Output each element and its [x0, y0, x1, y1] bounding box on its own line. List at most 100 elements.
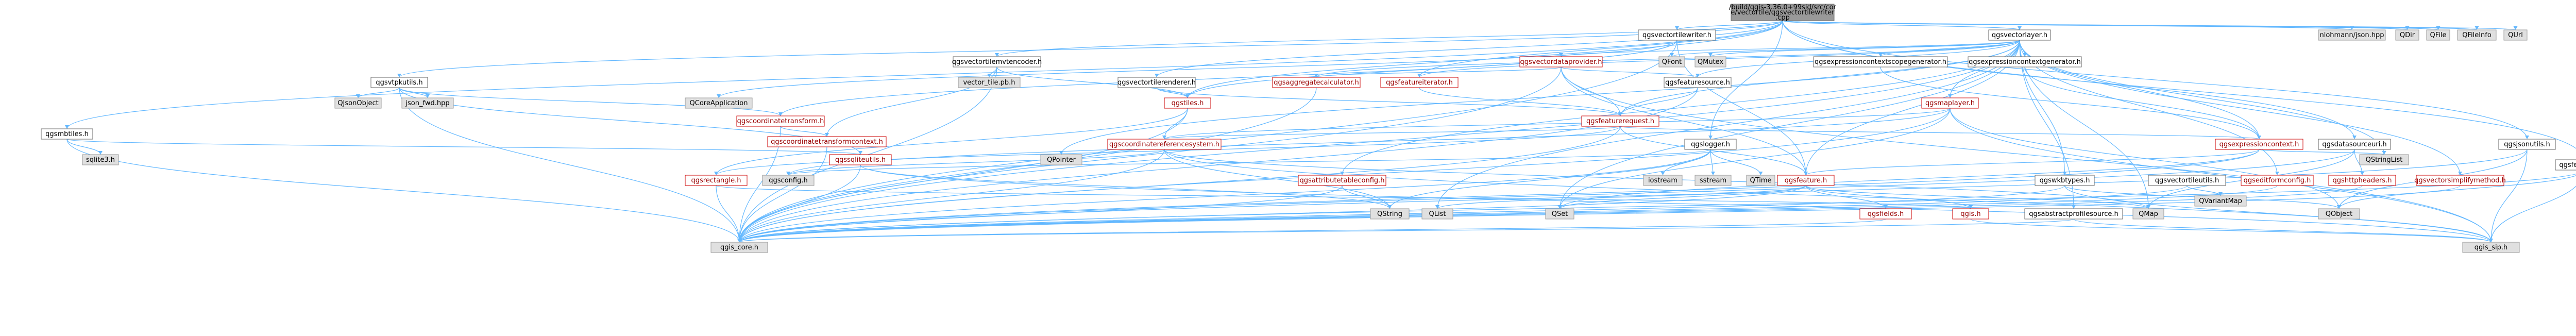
node-label-qfont: QFont — [1662, 58, 1682, 66]
edge-aggcalc-to-qgis_core — [739, 87, 1317, 243]
edge-coordtransctx-to-qgis_core — [739, 146, 827, 243]
node-vtlutils[interactable]: qgsvectortileutils.h — [2148, 175, 2226, 186]
node-box-qdir — [2395, 29, 2419, 41]
node-vlayer[interactable]: qgsvectorlayer.h — [1988, 29, 2051, 41]
node-qgsjsonutils[interactable]: qgsjsonutils.h — [2498, 139, 2556, 150]
node-label-qstring: QString — [1377, 210, 1402, 218]
node-label-qtime: QTime — [1750, 177, 1771, 184]
node-sstream: sstream — [1694, 175, 1732, 186]
node-datasourceuri[interactable]: qgsdatasourceuri.h — [2318, 139, 2391, 150]
edge-arrowhead-vlayer-to-exprscopegen — [1878, 53, 1883, 57]
edge-arrowhead-vtutils-to-jsonfwd — [426, 94, 430, 98]
node-absprofile[interactable]: qgsabstractprofilesource.h — [2024, 208, 2123, 220]
node-label-vdataprov: qgsvectordataprovider.h — [1520, 58, 1602, 66]
node-writer_h[interactable]: qgsvectortilewriter.h — [1638, 29, 1716, 41]
node-box-sqlite3 — [82, 154, 119, 165]
node-mbtiles[interactable]: qgsmbtiles.h — [41, 128, 93, 140]
node-box-qgsfeedback — [2555, 159, 2576, 171]
node-label-vlayer: qgsvectorlayer.h — [1992, 31, 2047, 39]
node-fields[interactable]: qgsfields.h — [1859, 208, 1912, 220]
edge-vtutils-to-qgis_core — [399, 87, 740, 243]
node-box-qset — [1545, 208, 1574, 220]
node-label-mbtiles: qgsmbtiles.h — [45, 130, 89, 138]
node-box-vtserial — [2416, 175, 2504, 186]
node-box-qstringlist — [2359, 154, 2409, 165]
node-vdataprov[interactable]: qgsvectordataprovider.h — [1519, 56, 1603, 68]
edge-arrowhead-vlayer-to-qgswkbtypes — [2062, 172, 2067, 175]
edge-arrowhead-attrtable-to-qstring — [1387, 205, 1392, 209]
node-coordtrans[interactable]: qgscoordinatetransform.h — [736, 115, 825, 127]
node-label-featiter: qgsfeatureiterator.h — [1386, 79, 1453, 87]
node-box-absprofile — [2024, 208, 2123, 220]
edge-vlayer-to-qset — [1559, 40, 2020, 209]
node-maplayer[interactable]: qgsmaplayer.h — [1921, 97, 1979, 109]
edge-arrowhead-vlayer-to-qfont — [1670, 53, 1674, 57]
node-vtmvtenc[interactable]: qgsvectortilemvtencoder.h — [952, 56, 1042, 68]
node-exprgen[interactable]: qgsexpressioncontextgenerator.h — [1968, 56, 2082, 68]
edge-featsource-to-featreq — [1620, 87, 1698, 116]
node-qcoreapp: QCoreApplication — [685, 97, 753, 109]
node-attrtable[interactable]: qgsattributetableconfig.h — [1298, 175, 1386, 186]
edge-writer_h-to-coordtrans — [780, 40, 1677, 116]
edge-arrowhead-feature-to-qlist — [1435, 205, 1439, 209]
edge-root-to-vlayer — [1782, 20, 2020, 30]
node-label-qset: QSet — [1552, 210, 1568, 218]
node-tiles[interactable]: qgstiles.h — [1164, 97, 1211, 109]
node-vtutils[interactable]: qgsvtpkutils.h — [370, 77, 428, 88]
edge-vlayer-to-exprctx — [2019, 40, 2260, 140]
node-qgswkbtypes[interactable]: qgswkbtypes.h — [2035, 175, 2095, 186]
node-coordtransctx[interactable]: qgscoordinatetransformcontext.h — [767, 136, 887, 147]
edge-arrowhead-vlayer-to-vdataprov — [1559, 53, 1563, 57]
node-jsonfwd: json_fwd.hpp — [401, 97, 454, 109]
edge-arrowhead-absprofile-to-qgis_sip — [2489, 239, 2493, 242]
node-featsource[interactable]: qgsfeaturesource.h — [1664, 77, 1732, 88]
node-box-featreq — [1581, 115, 1659, 127]
node-box-qgsh — [1952, 208, 1989, 220]
edge-root-to-logger — [1710, 20, 1783, 140]
edge-arrowhead-exprctx-to-feature — [1804, 172, 1808, 175]
node-label-vtrenderer: qgsvectortilerenderer.h — [1117, 79, 1196, 87]
node-vtserial[interactable]: qgsvectorsimplifymethod.h — [2414, 175, 2506, 186]
node-box-qstring — [1370, 208, 1410, 220]
node-box-qgis_sip — [2462, 242, 2520, 253]
node-exprctx[interactable]: qgsexpressioncontext.h — [2215, 139, 2303, 150]
edge-arrowhead-root-to-vtutils — [397, 74, 401, 77]
node-feature[interactable]: qgsfeature.h — [1777, 175, 1835, 186]
node-box-vtmvtenc — [953, 56, 1041, 68]
node-sqliteutils[interactable]: qgssqliteutils.h — [829, 154, 892, 165]
node-box-vlayer — [1988, 29, 2051, 41]
node-featreq[interactable]: qgsfeaturerequest.h — [1581, 115, 1659, 127]
node-crs[interactable]: qgscoordinatereferencesystem.h — [1107, 139, 1222, 150]
node-label-aggcalc: qgsaggregatecalculator.h — [1274, 79, 1359, 87]
edge-arrowhead-exprgen-to-exprctx — [2257, 136, 2261, 139]
node-box-rectangle — [685, 175, 748, 186]
node-featiter[interactable]: qgsfeatureiterator.h — [1380, 77, 1459, 88]
node-httpheaders[interactable]: qgshttpheaders.h — [2328, 175, 2396, 186]
edge-arrowhead-datasourceuri-to-httpheaders — [2360, 172, 2364, 175]
node-box-vtpb — [958, 77, 1021, 88]
node-editformcfg[interactable]: qgseditformconfig.h — [2241, 175, 2314, 186]
node-label-qvariantmap: QVariantMap — [2199, 197, 2242, 205]
node-label-featreq: qgsfeaturerequest.h — [1586, 117, 1654, 125]
node-label-rectangle: qgsrectangle.h — [691, 177, 741, 184]
edge-arrowhead-logger-to-qtime — [1758, 172, 1763, 175]
node-aggcalc[interactable]: qgsaggregatecalculator.h — [1272, 77, 1361, 88]
graph-edges — [65, 20, 2576, 243]
edge-maplayer-to-qset — [1559, 108, 1951, 209]
node-label-attrtable: qgsattributetableconfig.h — [1299, 177, 1384, 184]
edge-absprofile-to-qgis_sip — [2073, 219, 2492, 243]
node-box-qfile — [2426, 29, 2450, 41]
node-rectangle[interactable]: qgsrectangle.h — [685, 175, 748, 186]
node-qgsh[interactable]: qgis.h — [1952, 208, 1989, 220]
node-logger[interactable]: qgslogger.h — [1684, 139, 1737, 150]
node-label-qjsonobj: QJsonObject — [337, 99, 378, 107]
edge-arrowhead-exprctx-to-qstringlist — [2382, 151, 2386, 155]
edge-coordtrans-to-coordtransctx — [780, 126, 827, 137]
node-vtrenderer[interactable]: qgsvectortilerenderer.h — [1117, 77, 1196, 88]
node-qobject: QObject — [2318, 208, 2360, 220]
edge-qgsfeedback-to-qobject — [2338, 175, 2576, 209]
node-exprscopegen[interactable]: qgsexpressioncontextscopegenerator.h — [1813, 56, 1948, 68]
edge-arrowhead-root-to-writer_h — [1675, 26, 1679, 30]
node-qstring: QString — [1370, 208, 1410, 220]
node-qgsfeedback[interactable]: qgsfeedback.h — [2555, 159, 2576, 171]
